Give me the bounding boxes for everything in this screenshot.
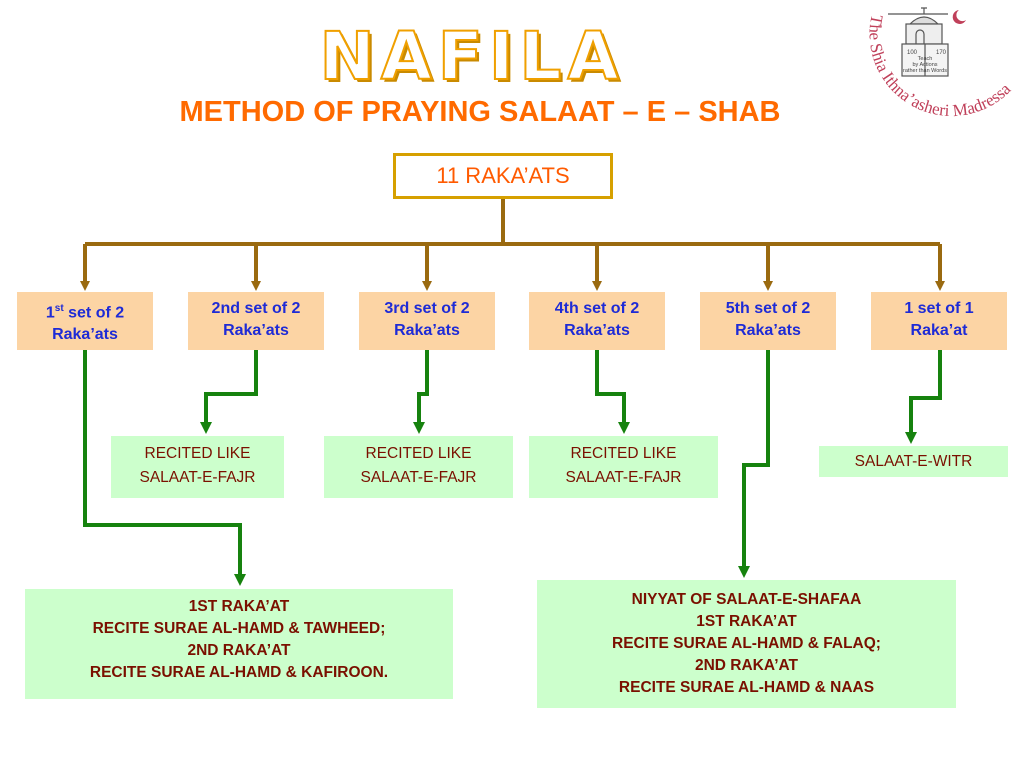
svg-text:170: 170 — [936, 50, 947, 56]
mosque-icon — [888, 7, 966, 77]
brown-tree-connectors — [80, 199, 945, 291]
set-box-1: 1st set of 2 Raka’ats — [17, 292, 153, 350]
green-connectors — [83, 350, 942, 586]
detail-box-right: NIYYAT OF SALAAT-E-SHAFAA 1ST RAKA’AT RE… — [537, 580, 956, 708]
witr-box: SALAAT-E-WITR — [819, 446, 1008, 477]
root-box: 11 RAKA’ATS — [393, 153, 613, 199]
madressa-logo: The Shia Ithna’asheri Madressa 100 170 T… — [865, 7, 1015, 120]
svg-text:100: 100 — [907, 50, 918, 56]
svg-text:by Actions: by Actions — [912, 62, 937, 68]
detail-box-left: 1ST RAKA’AT RECITE SURAE AL-HAMD & TAWHE… — [25, 589, 453, 699]
subtitle: METHOD OF PRAYING SALAAT – E – SHAB — [179, 96, 781, 128]
crescent-icon — [952, 10, 966, 24]
svg-text:Teach: Teach — [918, 56, 933, 62]
svg-text:rather than Words: rather than Words — [903, 68, 947, 74]
main-title: NAFILA — [318, 18, 625, 95]
